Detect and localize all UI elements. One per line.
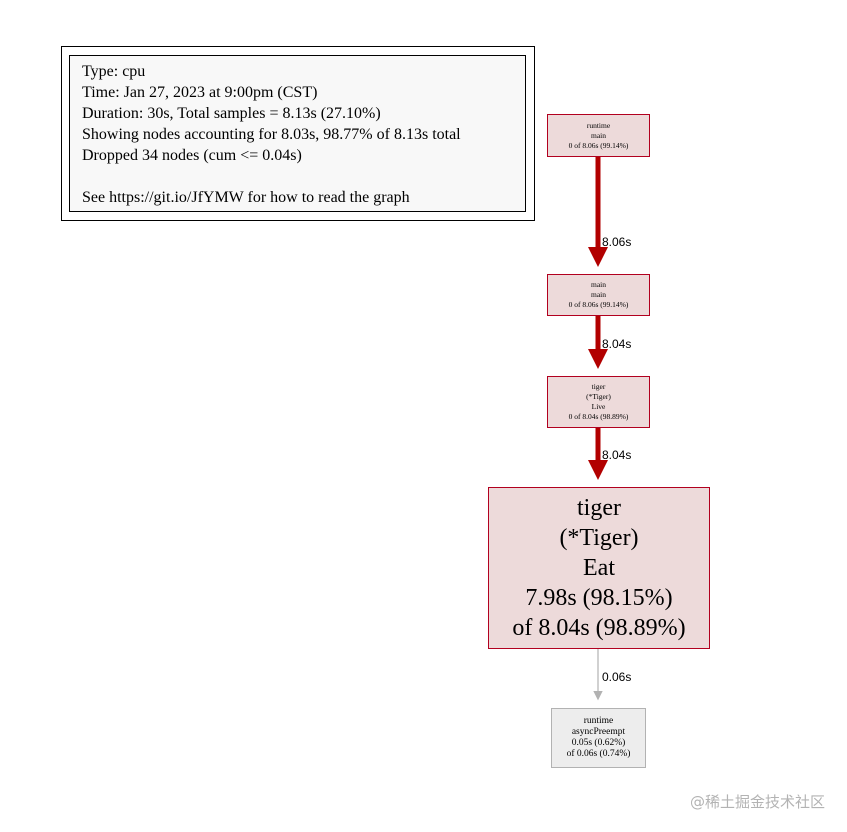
node-cost: 0 of 8.06s (99.14%) bbox=[568, 140, 629, 150]
legend-box: Type: cpu Time: Jan 27, 2023 at 9:00pm (… bbox=[69, 55, 526, 212]
node-runtime-main[interactable]: runtime main 0 of 8.06s (99.14%) bbox=[547, 114, 650, 157]
edge-label: 8.04s bbox=[602, 337, 632, 351]
node-flat-cost: 7.98s (98.15%) bbox=[525, 585, 673, 611]
node-main-main[interactable]: main main 0 of 8.06s (99.14%) bbox=[547, 274, 650, 316]
node-cost: 0 of 8.06s (99.14%) bbox=[568, 300, 629, 309]
node-function: main bbox=[591, 130, 606, 140]
node-function: asyncPreempt bbox=[571, 727, 626, 737]
edge-label: 0.06s bbox=[602, 670, 632, 684]
node-cum-cost: of 8.04s (98.89%) bbox=[512, 615, 686, 641]
legend-duration: Duration: 30s, Total samples = 8.13s (27… bbox=[82, 105, 381, 122]
node-function: Live bbox=[591, 402, 606, 411]
node-package: runtime bbox=[583, 716, 614, 726]
node-package: runtime bbox=[586, 120, 611, 130]
node-function: Eat bbox=[583, 555, 615, 581]
node-flat-cost: 0.05s (0.62%) bbox=[571, 738, 626, 748]
node-cum-cost: of 0.06s (0.74%) bbox=[566, 749, 631, 759]
edge-label: 8.06s bbox=[602, 235, 632, 249]
node-cost: 0 of 8.04s (98.89%) bbox=[568, 412, 629, 421]
node-receiver: (*Tiger) bbox=[586, 392, 611, 401]
node-function: main bbox=[591, 290, 606, 299]
node-receiver: (*Tiger) bbox=[559, 525, 639, 551]
legend-time: Time: Jan 27, 2023 at 9:00pm (CST) bbox=[82, 84, 318, 101]
node-runtime-async-preempt[interactable]: runtime asyncPreempt 0.05s (0.62%) of 0.… bbox=[551, 708, 646, 768]
legend-help: See https://git.io/JfYMW for how to read… bbox=[82, 189, 410, 206]
node-package: tiger bbox=[591, 382, 606, 391]
node-tiger-eat[interactable]: tiger (*Tiger) Eat 7.98s (98.15%) of 8.0… bbox=[488, 487, 710, 649]
node-tiger-live[interactable]: tiger (*Tiger) Live 0 of 8.04s (98.89%) bbox=[547, 376, 650, 428]
node-package: main bbox=[591, 280, 606, 289]
node-package: tiger bbox=[577, 495, 621, 521]
legend-type: Type: cpu bbox=[82, 63, 146, 80]
legend-frame bbox=[61, 46, 535, 221]
legend-showing: Showing nodes accounting for 8.03s, 98.7… bbox=[82, 126, 461, 143]
legend-dropped: Dropped 34 nodes (cum <= 0.04s) bbox=[82, 147, 302, 164]
edge-label: 8.04s bbox=[602, 448, 632, 462]
watermark: @稀土掘金技术社区 bbox=[689, 793, 825, 811]
